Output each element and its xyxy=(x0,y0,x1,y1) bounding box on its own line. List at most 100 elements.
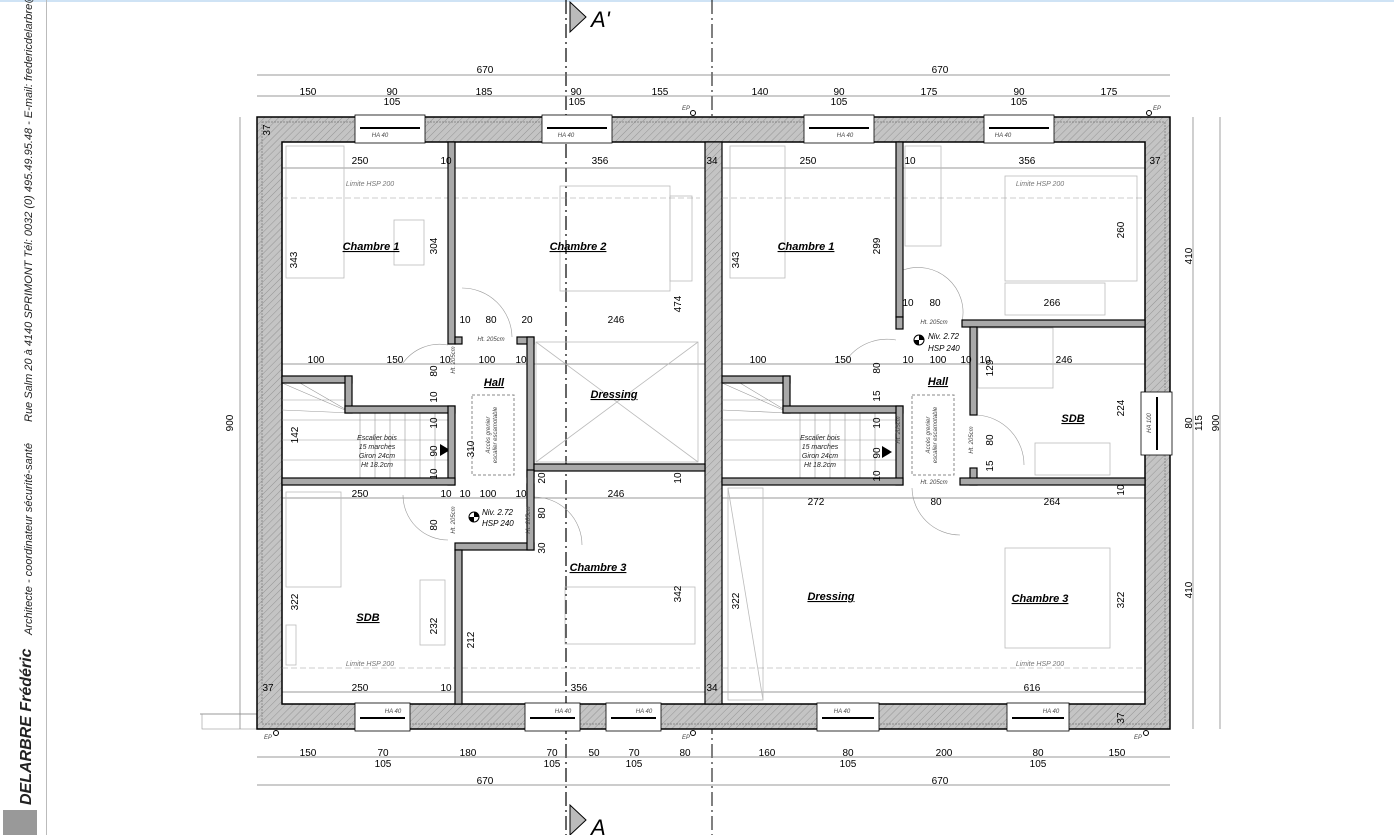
dimension-label: 10 xyxy=(429,391,440,403)
ep-markers: EP EP EP EP EP xyxy=(264,106,1161,741)
dimension-label: 70 xyxy=(377,748,389,759)
section-marker-top: A' xyxy=(589,7,611,32)
dimension-label: 246 xyxy=(608,315,625,326)
dimension-label: 250 xyxy=(352,683,369,694)
room-left-chambre1: Chambre 1 xyxy=(343,241,400,253)
title-block-sidebar: DELARBRE Frédéric Architecte - coordinat… xyxy=(0,0,47,835)
dimension-label: 356 xyxy=(1019,156,1036,167)
dimension-label: 105 xyxy=(626,759,643,770)
dimension-label: 100 xyxy=(750,355,767,366)
plan-annotation: Niv. 2.72 xyxy=(482,508,514,517)
dimension-label: 150 xyxy=(300,748,317,759)
dimension-label: 670 xyxy=(932,65,949,76)
dimension-label: 50 xyxy=(588,748,600,759)
plan-annotation: EP xyxy=(682,735,690,741)
plan-annotation: Accès grenier xyxy=(926,416,932,455)
dimension-label: 10 xyxy=(902,355,914,366)
plan-annotation: HA 40 xyxy=(995,133,1012,139)
plan-annotation: Ht. 205cm xyxy=(920,480,947,486)
section-marker-bottom: A xyxy=(589,815,606,835)
plan-annotation: Limite HSP 200 xyxy=(1016,181,1064,188)
dimension-label: 322 xyxy=(290,593,301,610)
plan-annotation: Ht. 205cm xyxy=(896,416,902,443)
dimension-label: 343 xyxy=(731,251,742,268)
dimension-label: 15 xyxy=(872,390,883,402)
plan-annotation: HA 100 xyxy=(1147,412,1153,432)
section-arrow-icon xyxy=(569,0,587,34)
plan-annotation: Accès grenier xyxy=(486,416,492,455)
dimension-label: 670 xyxy=(477,65,494,76)
plan-annotation: HA 40 xyxy=(834,709,851,715)
dimension-label: 185 xyxy=(476,87,493,98)
plan-annotation: Ht. 205cm xyxy=(451,346,457,373)
plan-annotation: Ht. 205cm xyxy=(451,506,457,533)
dimension-label: 150 xyxy=(300,87,317,98)
dimension-label: 105 xyxy=(840,759,857,770)
dimension-label: 90 xyxy=(833,87,845,98)
dimension-label: 410 xyxy=(1184,581,1195,598)
dimension-label: 342 xyxy=(673,585,684,602)
dimension-label: 10 xyxy=(440,683,452,694)
dimension-label: 10 xyxy=(904,156,916,167)
dimension-label: 616 xyxy=(1024,683,1041,694)
dimension-label: 10 xyxy=(429,468,440,480)
dimension-label: 70 xyxy=(628,748,640,759)
dimension-label: 10 xyxy=(515,489,527,500)
dimension-label: 200 xyxy=(936,748,953,759)
dimension-label: 150 xyxy=(835,355,852,366)
dimension-label: 250 xyxy=(352,156,369,167)
dimension-label: 70 xyxy=(546,748,558,759)
dimension-label: 10 xyxy=(440,156,452,167)
corner-block xyxy=(3,810,37,835)
room-left-dressing: Dressing xyxy=(590,389,637,401)
dimension-label: 80 xyxy=(929,298,941,309)
dimension-label: 80 xyxy=(429,365,440,377)
window-top-edge xyxy=(0,0,1394,2)
plan-annotation: Limite HSP 200 xyxy=(346,661,394,668)
dimension-label: 246 xyxy=(608,489,625,500)
dimension-label: 670 xyxy=(932,776,949,787)
dimension-label: 90 xyxy=(570,87,582,98)
dimension-label: 232 xyxy=(429,617,440,634)
plan-annotation: Ht. 205cm xyxy=(969,426,975,453)
dimension-label: 150 xyxy=(387,355,404,366)
dimension-label: 105 xyxy=(1030,759,1047,770)
dimension-label: 212 xyxy=(466,631,477,648)
dimension-label: 474 xyxy=(673,295,684,312)
dimension-label: 155 xyxy=(652,87,669,98)
dimension-label: 80 xyxy=(842,748,854,759)
dimension-label: 100 xyxy=(308,355,325,366)
dimension-label: 15 xyxy=(985,460,996,472)
dimension-label: 322 xyxy=(1116,591,1127,608)
room-left-sdb: SDB xyxy=(356,612,379,624)
dimension-label: 272 xyxy=(808,497,825,508)
dimension-label: 90 xyxy=(1013,87,1025,98)
dimension-label: 80 xyxy=(485,315,497,326)
dimension-label: 90 xyxy=(386,87,398,98)
plan-annotation: Escalier bois xyxy=(800,435,840,442)
dimension-label: 356 xyxy=(592,156,609,167)
plan-annotation: Giron 24cm xyxy=(359,453,395,460)
dimension-label: 175 xyxy=(1101,87,1118,98)
plan-annotation: Ht 18.2cm xyxy=(361,462,393,469)
window-labels: HA 40 HA 40 HA 40 HA 40 HA 40 HA 40 HA 4… xyxy=(372,133,1153,715)
dimension-label: 160 xyxy=(759,748,776,759)
dimension-label: 299 xyxy=(872,237,883,254)
plan-annotation: EP xyxy=(1153,106,1161,112)
plan-annotation: 15 marches xyxy=(802,444,839,451)
dimension-label: 264 xyxy=(1044,497,1061,508)
dimension-label: 250 xyxy=(800,156,817,167)
dimension-label: 10 xyxy=(459,315,471,326)
dimension-label: 10 xyxy=(902,298,914,309)
plan-annotation: escalier escamotable xyxy=(933,406,939,463)
dimension-label: 10 xyxy=(872,470,883,482)
door-height-labels: Ht. 205cm Ht. 205cm Ht. 205cm Ht. 205cm … xyxy=(451,320,975,534)
plan-annotation: HA 40 xyxy=(385,709,402,715)
dimension-label: 100 xyxy=(930,355,947,366)
room-labels: Chambre 1 Chambre 2 Hall Dressing Chambr… xyxy=(343,241,1085,624)
dimension-label: 105 xyxy=(569,97,586,108)
dimension-label: 410 xyxy=(1184,247,1195,264)
dimension-label: 322 xyxy=(731,592,742,609)
plan-annotation: HA 40 xyxy=(837,133,854,139)
